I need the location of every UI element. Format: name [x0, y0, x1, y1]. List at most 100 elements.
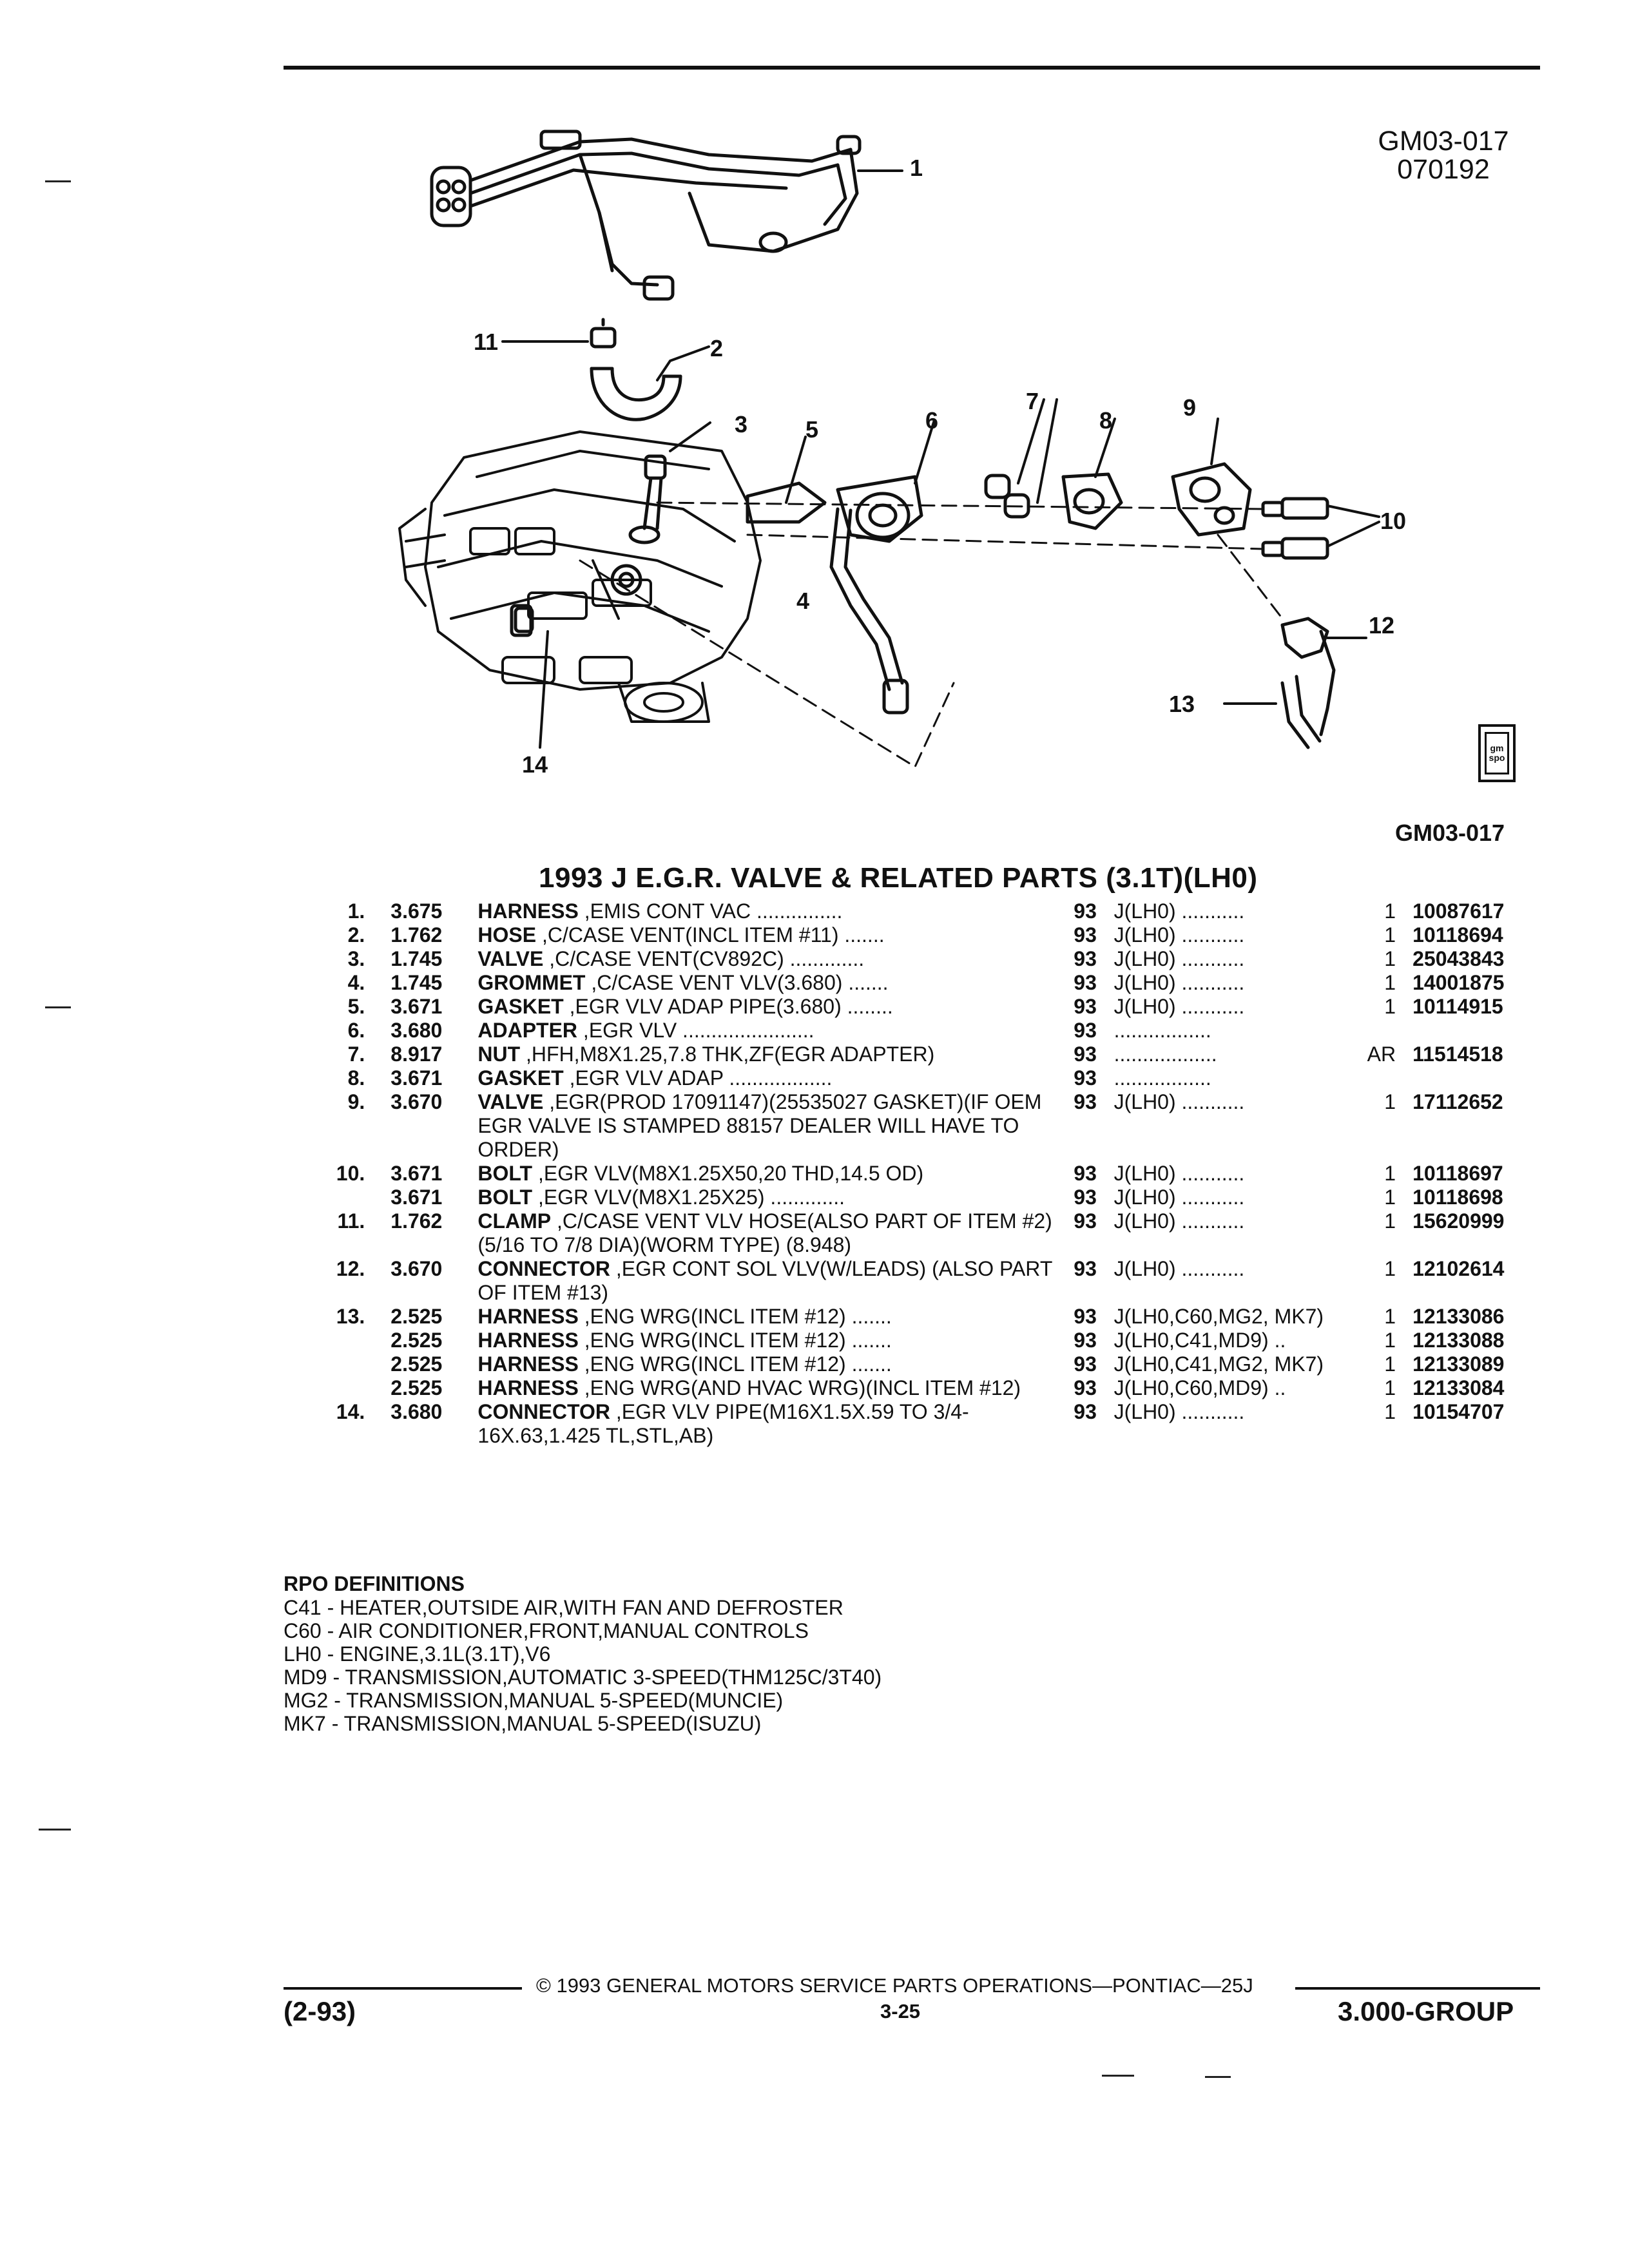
- part-number: [1412, 1066, 1547, 1090]
- part-application: J(LH0) ...........: [1113, 899, 1245, 923]
- part-group-code: 1.762: [390, 923, 443, 947]
- part-application: J(LH0) ...........: [1113, 923, 1245, 947]
- part-detail: ,EMIS CONT VAC ...............: [584, 899, 843, 923]
- part-year: 93: [1074, 1376, 1097, 1399]
- gm-spo-logo: gm spo: [1478, 724, 1516, 782]
- part-group-code: 1.762: [390, 1209, 443, 1233]
- part-quantity: 1: [1384, 899, 1396, 923]
- part-ref-number: 9.: [347, 1090, 365, 1113]
- part-application: J(LH0) ...........: [1113, 947, 1245, 970]
- part-ref-number: 6.: [347, 1019, 365, 1042]
- part-detail: ,HFH,M8X1.25,7.8 THK,ZF(EGR ADAPTER): [526, 1043, 935, 1066]
- part-description: HARNESS ,EMIS CONT VAC ...............: [477, 899, 1074, 923]
- part-detail: ,EGR VLV ADAP ..................: [569, 1066, 833, 1090]
- part-description: HARNESS ,ENG WRG(AND HVAC WRG)(INCL ITEM…: [477, 1376, 1074, 1400]
- part-number: 12133089: [1412, 1352, 1505, 1376]
- part-description: CONNECTOR ,EGR CONT SOL VLV(W/LEADS) (AL…: [477, 1257, 1074, 1305]
- parts-row: 6. 3.680 ADAPTER ,EGR VLV ................…: [284, 1019, 1547, 1043]
- part-detail: ,C/CASE VENT(INCL ITEM #11) .......: [541, 923, 885, 947]
- part-number: 15620999: [1412, 1209, 1505, 1233]
- part-quantity: 1: [1384, 947, 1396, 970]
- part-application: J(LH0,C60,MD9) ..: [1113, 1376, 1286, 1399]
- part-number: 10114915: [1412, 995, 1503, 1018]
- callout-12: 12: [1369, 612, 1395, 639]
- part-ref-number: 2.: [347, 923, 365, 947]
- part-name: HARNESS: [477, 899, 579, 923]
- part-year: 93: [1074, 1400, 1097, 1423]
- rpo-definitions: RPO DEFINITIONS C41 - HEATER,OUTSIDE AIR…: [284, 1572, 1508, 1735]
- callout-6: 6: [925, 407, 939, 434]
- footer-revision: (2-93): [284, 1996, 356, 2026]
- part-description: HARNESS ,ENG WRG(INCL ITEM #12) .......: [477, 1305, 1074, 1329]
- top-rule: [284, 66, 1540, 70]
- part-number: 10154707: [1412, 1400, 1505, 1423]
- part-detail: ,EGR VLV(M8X1.25X50,20 THD,14.5 OD): [537, 1162, 924, 1185]
- callout-leaders: [501, 169, 1380, 749]
- part-group-code: 8.917: [390, 1043, 443, 1066]
- part-name: GASKET: [477, 995, 564, 1018]
- part-application: J(LH0) ...........: [1113, 1400, 1245, 1423]
- rpo-item: MK7 - TRANSMISSION,MANUAL 5-SPEED(ISUZU): [284, 1712, 762, 1735]
- part-group-code: 3.671: [390, 1162, 443, 1185]
- part-application: ..................: [1113, 1043, 1217, 1066]
- part-detail: ,C/CASE VENT VLV HOSE(ALSO PART OF ITEM …: [477, 1209, 1052, 1256]
- part-name: HARNESS: [477, 1352, 579, 1376]
- part-group-code: 1.745: [390, 971, 443, 994]
- part-detail: ,ENG WRG(INCL ITEM #12) .......: [584, 1305, 892, 1328]
- part-name: CONNECTOR: [477, 1400, 610, 1423]
- part-number: [1412, 1019, 1547, 1043]
- part-group-code: 3.680: [390, 1019, 443, 1042]
- part-number: 10118694: [1412, 923, 1503, 947]
- part-description: VALVE ,EGR(PROD 17091147)(25535027 GASKE…: [477, 1090, 1074, 1162]
- part-year: 93: [1074, 1186, 1097, 1209]
- parts-row: 7. 8.917 NUT ,HFH,M8X1.25,7.8 THK,ZF(EGR A…: [284, 1043, 1547, 1066]
- part-description: ADAPTER ,EGR VLV .......................: [477, 1019, 1074, 1043]
- part-number: 14001875: [1412, 971, 1505, 994]
- part-group-code: 3.671: [390, 995, 443, 1018]
- part-ref-number: 5.: [347, 995, 365, 1018]
- part-description: CONNECTOR ,EGR VLV PIPE(M16X1.5X.59 TO 3…: [477, 1400, 1074, 1448]
- part-application: J(LH0) ...........: [1113, 1186, 1245, 1209]
- part-name: GROMMET: [477, 971, 586, 994]
- part-description: GASKET ,EGR VLV ADAP ..................: [477, 1066, 1074, 1090]
- part-number: 12102614: [1412, 1257, 1505, 1280]
- part-quantity: 1: [1384, 1400, 1396, 1423]
- callout-9: 9: [1183, 394, 1197, 421]
- part-quantity: 1: [1384, 995, 1396, 1018]
- rpo-heading: RPO DEFINITIONS: [284, 1572, 465, 1595]
- part-ref-number: 7.: [347, 1043, 365, 1066]
- part-quantity: 1: [1384, 1329, 1396, 1352]
- part-name: HARNESS: [477, 1329, 579, 1352]
- part-name: NUT: [477, 1043, 521, 1066]
- part-name: VALVE: [477, 1090, 544, 1113]
- part-year: 93: [1074, 1257, 1097, 1280]
- part-ref-number: 12.: [336, 1257, 365, 1280]
- part-ref-number: 14.: [336, 1400, 365, 1423]
- assembly-centerlines: [579, 501, 1284, 768]
- part-detail: ,EGR VLV .......................: [583, 1019, 815, 1042]
- part-group-code: 2.525: [390, 1305, 443, 1328]
- hose-clamp-drawing: [590, 318, 682, 421]
- part-quantity: 1: [1384, 1209, 1396, 1233]
- part-number: 12133084: [1412, 1376, 1505, 1399]
- part-number: 10118697: [1412, 1162, 1503, 1185]
- margin-mark: [39, 1829, 71, 1831]
- part-detail: ,EGR VLV PIPE(M16X1.5X.59 TO 3/4-16X.63,…: [477, 1400, 969, 1447]
- callout-13: 13: [1169, 691, 1195, 717]
- part-description: HARNESS ,ENG WRG(INCL ITEM #12) .......: [477, 1352, 1074, 1376]
- part-application: J(LH0) ...........: [1113, 1257, 1245, 1280]
- part-year: 93: [1074, 1352, 1097, 1376]
- callout-7: 7: [1026, 388, 1039, 414]
- part-quantity: [1335, 1019, 1413, 1043]
- part-quantity: 1: [1384, 1186, 1396, 1209]
- part-year: 93: [1074, 1066, 1097, 1090]
- part-detail: ,EGR VLV(M8X1.25X25) .............: [537, 1186, 845, 1209]
- footer-rule-left: [284, 1987, 522, 1990]
